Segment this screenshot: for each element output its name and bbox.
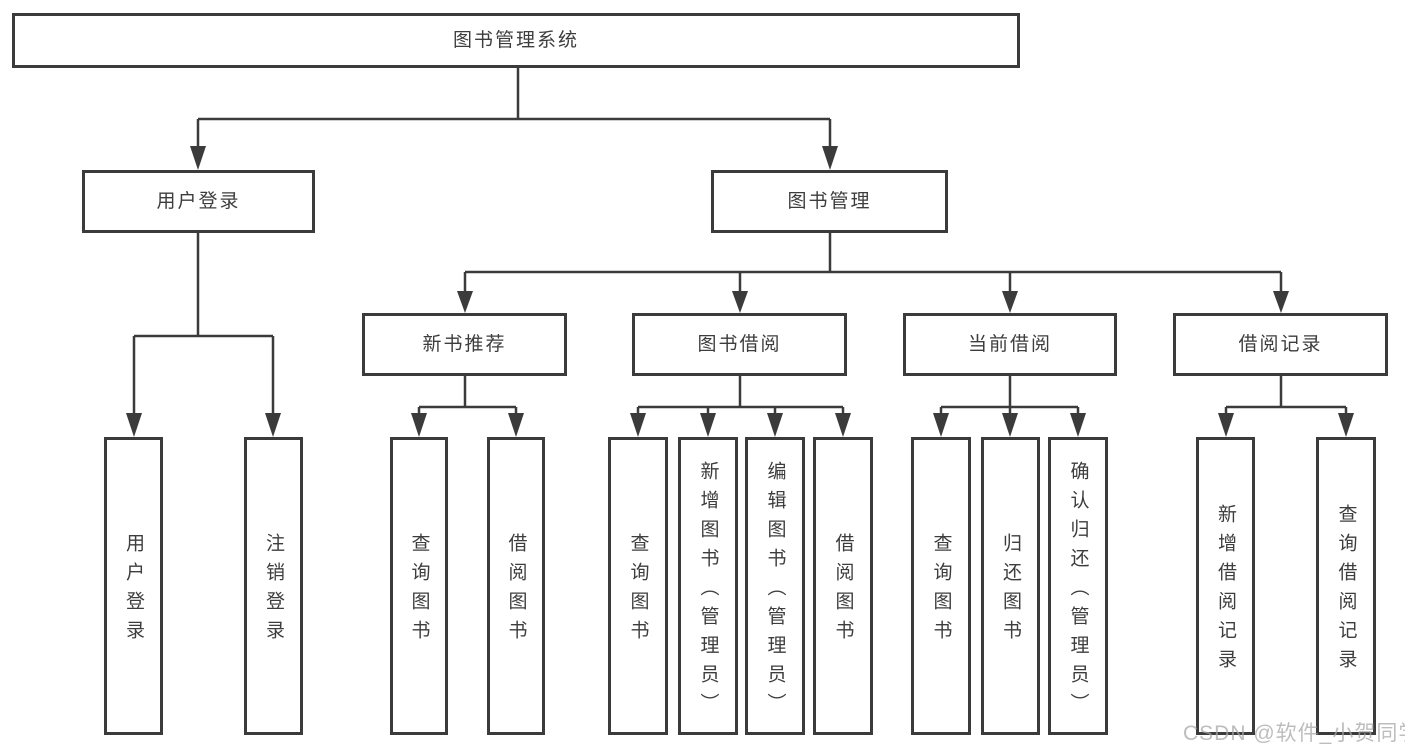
leaf-confirm-return-admin: 确认归还（管理员）: [1048, 437, 1108, 735]
leaf-add-book-admin: 新增图书（管理员）: [678, 437, 738, 735]
leaf-logout: 注销登录: [244, 437, 303, 735]
connector-borrowrecords-to-leaves: [1224, 376, 1348, 414]
leaf-query-books-borrow: 查询图书: [608, 437, 668, 735]
leaf-borrow-books-recommend: 借阅图书: [487, 437, 545, 735]
node-borrow-records: 借阅记录: [1173, 313, 1388, 376]
leaf-user-login: 用户登录: [104, 437, 163, 735]
connector-root-to-level2: [196, 68, 832, 147]
connector-bookmgmt-to-level3: [463, 233, 1283, 292]
node-root-library-system: 图书管理系统: [12, 13, 1020, 68]
csdn-watermark: CSDN @软件_小贺同学: [1183, 722, 1405, 745]
node-book-management: 图书管理: [711, 170, 948, 233]
leaf-query-books-recommend: 查询图书: [390, 437, 448, 735]
leaf-borrow-books: 借阅图书: [813, 437, 873, 735]
connector-currentborrow-to-leaves: [939, 376, 1080, 414]
node-book-borrow: 图书借阅: [632, 313, 847, 376]
node-user-login: 用户登录: [82, 170, 315, 233]
leaf-return-book: 归还图书: [981, 437, 1040, 735]
node-current-borrow: 当前借阅: [903, 313, 1117, 376]
leaf-query-borrow-record: 查询借阅记录: [1316, 437, 1376, 735]
node-new-book-recommend: 新书推荐: [362, 313, 567, 376]
arrowheads: [126, 146, 1354, 437]
connector-newbook-to-leaves: [417, 376, 518, 414]
leaf-edit-book-admin: 编辑图书（管理员）: [745, 437, 805, 735]
connector-bookborrow-to-leaves: [636, 376, 845, 414]
leaf-query-books-current: 查询图书: [911, 437, 971, 735]
connector-userlogin-to-leaves: [132, 233, 275, 414]
leaf-add-borrow-record: 新增借阅记录: [1196, 437, 1255, 735]
